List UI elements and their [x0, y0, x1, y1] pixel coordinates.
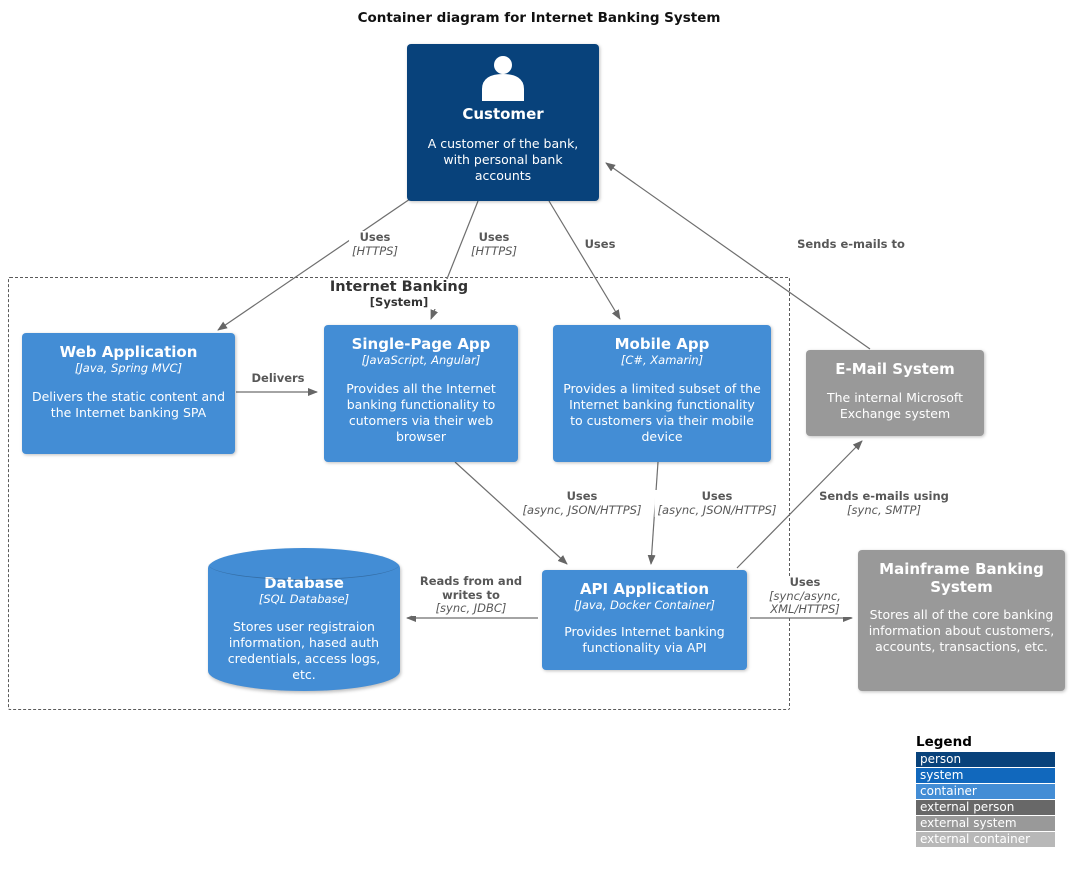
- api-application-title: API Application: [579, 580, 710, 598]
- single-page-app-title: Single-Page App: [351, 335, 491, 353]
- web-application-node: Web Application [Java, Spring MVC] Deliv…: [22, 333, 235, 454]
- legend-title: Legend: [916, 734, 972, 750]
- edge-label-email-customer: Sends e-mails to: [794, 237, 908, 252]
- mobile-app-title: Mobile App: [614, 335, 710, 353]
- api-application-tech: [Java, Docker Container]: [573, 598, 716, 612]
- legend-item-external-person: external person: [916, 800, 1055, 815]
- diagram-title: Container diagram for Internet Banking S…: [357, 10, 721, 26]
- edge-label-customer-webapp: Uses [HTTPS]: [349, 230, 401, 258]
- mainframe-title: Mainframe Banking System: [879, 560, 1044, 596]
- edge-label-api-email: Sends e-mails using [sync, SMTP]: [816, 489, 952, 517]
- boundary-type: [System]: [369, 295, 429, 309]
- mainframe-description: Stores all of the core banking informati…: [868, 607, 1055, 654]
- api-application-description: Provides Internet banking functionality …: [564, 624, 725, 655]
- customer-description: A customer of the bank, with personal ba…: [427, 136, 579, 183]
- mobile-app-description: Provides a limited subset of the Interne…: [563, 381, 761, 444]
- mainframe-banking-system-node: Mainframe Banking System Stores all of t…: [858, 550, 1065, 691]
- edge-label-spa-api: Uses [async, JSON/HTTPS]: [519, 489, 645, 517]
- mobile-app-node: Mobile App [C#, Xamarin] Provides a limi…: [553, 325, 771, 462]
- email-system-title: E-Mail System: [835, 360, 955, 378]
- edge-label-webapp-spa: Delivers: [248, 371, 308, 386]
- database-title: Database: [264, 574, 344, 592]
- web-application-description: Delivers the static content and the Inte…: [31, 389, 226, 420]
- legend-item-external-container: external container: [916, 832, 1055, 847]
- mobile-app-tech: [C#, Xamarin]: [620, 353, 704, 367]
- legend-item-system: system: [916, 768, 1055, 783]
- database-tech: [SQL Database]: [258, 592, 350, 606]
- edge-label-customer-spa: Uses [HTTPS]: [468, 230, 520, 258]
- customer-node: Customer A customer of the bank, with pe…: [407, 44, 599, 201]
- email-system-description: The internal Microsoft Exchange system: [826, 390, 964, 421]
- legend-item-person: person: [916, 752, 1055, 767]
- single-page-app-description: Provides all the Internet banking functi…: [346, 381, 496, 444]
- legend-item-container: container: [916, 784, 1055, 799]
- single-page-app-tech: [JavaScript, Angular]: [361, 353, 481, 367]
- web-application-tech: [Java, Spring MVC]: [74, 361, 183, 375]
- edge-label-api-mainframe: Uses [sync/async, XML/HTTPS]: [756, 575, 854, 617]
- boundary-label: Internet Banking [System]: [323, 279, 475, 309]
- edge-label-api-database: Reads from and writes to [sync, JDBC]: [412, 574, 530, 616]
- web-application-title: Web Application: [59, 343, 198, 361]
- legend-item-external-system: external system: [916, 816, 1055, 831]
- api-application-node: API Application [Java, Docker Container]…: [542, 570, 747, 670]
- legend: Legend person system container external …: [916, 734, 1055, 848]
- boundary-name: Internet Banking: [329, 279, 469, 295]
- email-system-node: E-Mail System The internal Microsoft Exc…: [806, 350, 984, 436]
- database-node: Database [SQL Database] Stores user regi…: [208, 548, 400, 691]
- single-page-app-node: Single-Page App [JavaScript, Angular] Pr…: [324, 325, 518, 462]
- database-description: Stores user registraion information, has…: [227, 619, 381, 682]
- customer-title: Customer: [462, 105, 544, 123]
- person-icon: [482, 56, 524, 101]
- edge-label-customer-mobile: Uses: [581, 237, 619, 252]
- edge-label-mobile-api: Uses [async, JSON/HTTPS]: [654, 489, 780, 517]
